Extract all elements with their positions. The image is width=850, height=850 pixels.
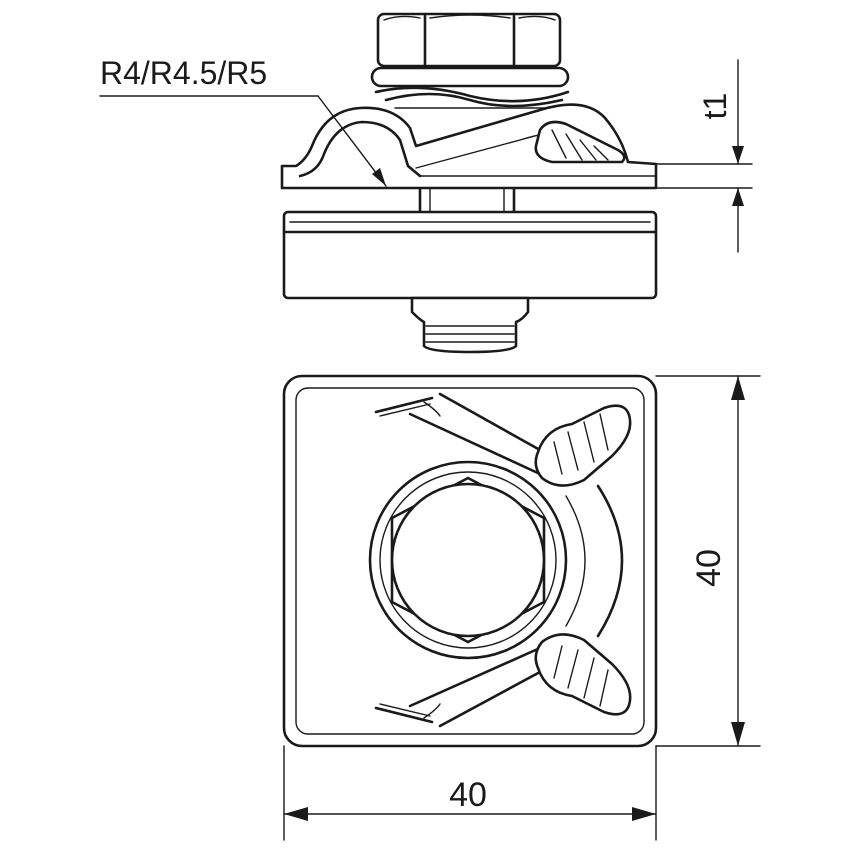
height-dimension bbox=[655, 375, 761, 747]
upper-clamp-saddle bbox=[280, 103, 658, 190]
side-view: R4/R4.5/R5 t1 bbox=[99, 12, 753, 354]
threaded-bolt-end bbox=[410, 296, 530, 354]
hex-nut bbox=[376, 12, 562, 68]
radius-label: R4/R4.5/R5 bbox=[100, 55, 267, 91]
width-dimension bbox=[283, 745, 657, 841]
top-view: 40 40 bbox=[282, 374, 761, 841]
bolt-shank bbox=[418, 186, 516, 214]
height-label: 40 bbox=[690, 549, 728, 587]
thickness-label: t1 bbox=[697, 93, 733, 120]
radius-leader bbox=[99, 95, 387, 187]
width-label: 40 bbox=[449, 776, 487, 814]
nut-top bbox=[368, 460, 568, 660]
saddle-outline bbox=[374, 392, 624, 728]
knurled-grip-top bbox=[534, 404, 632, 487]
thickness-dimension bbox=[655, 59, 753, 253]
knurled-grip-bottom bbox=[534, 633, 632, 716]
base-plate bbox=[282, 210, 658, 300]
spring-washer bbox=[370, 66, 570, 109]
